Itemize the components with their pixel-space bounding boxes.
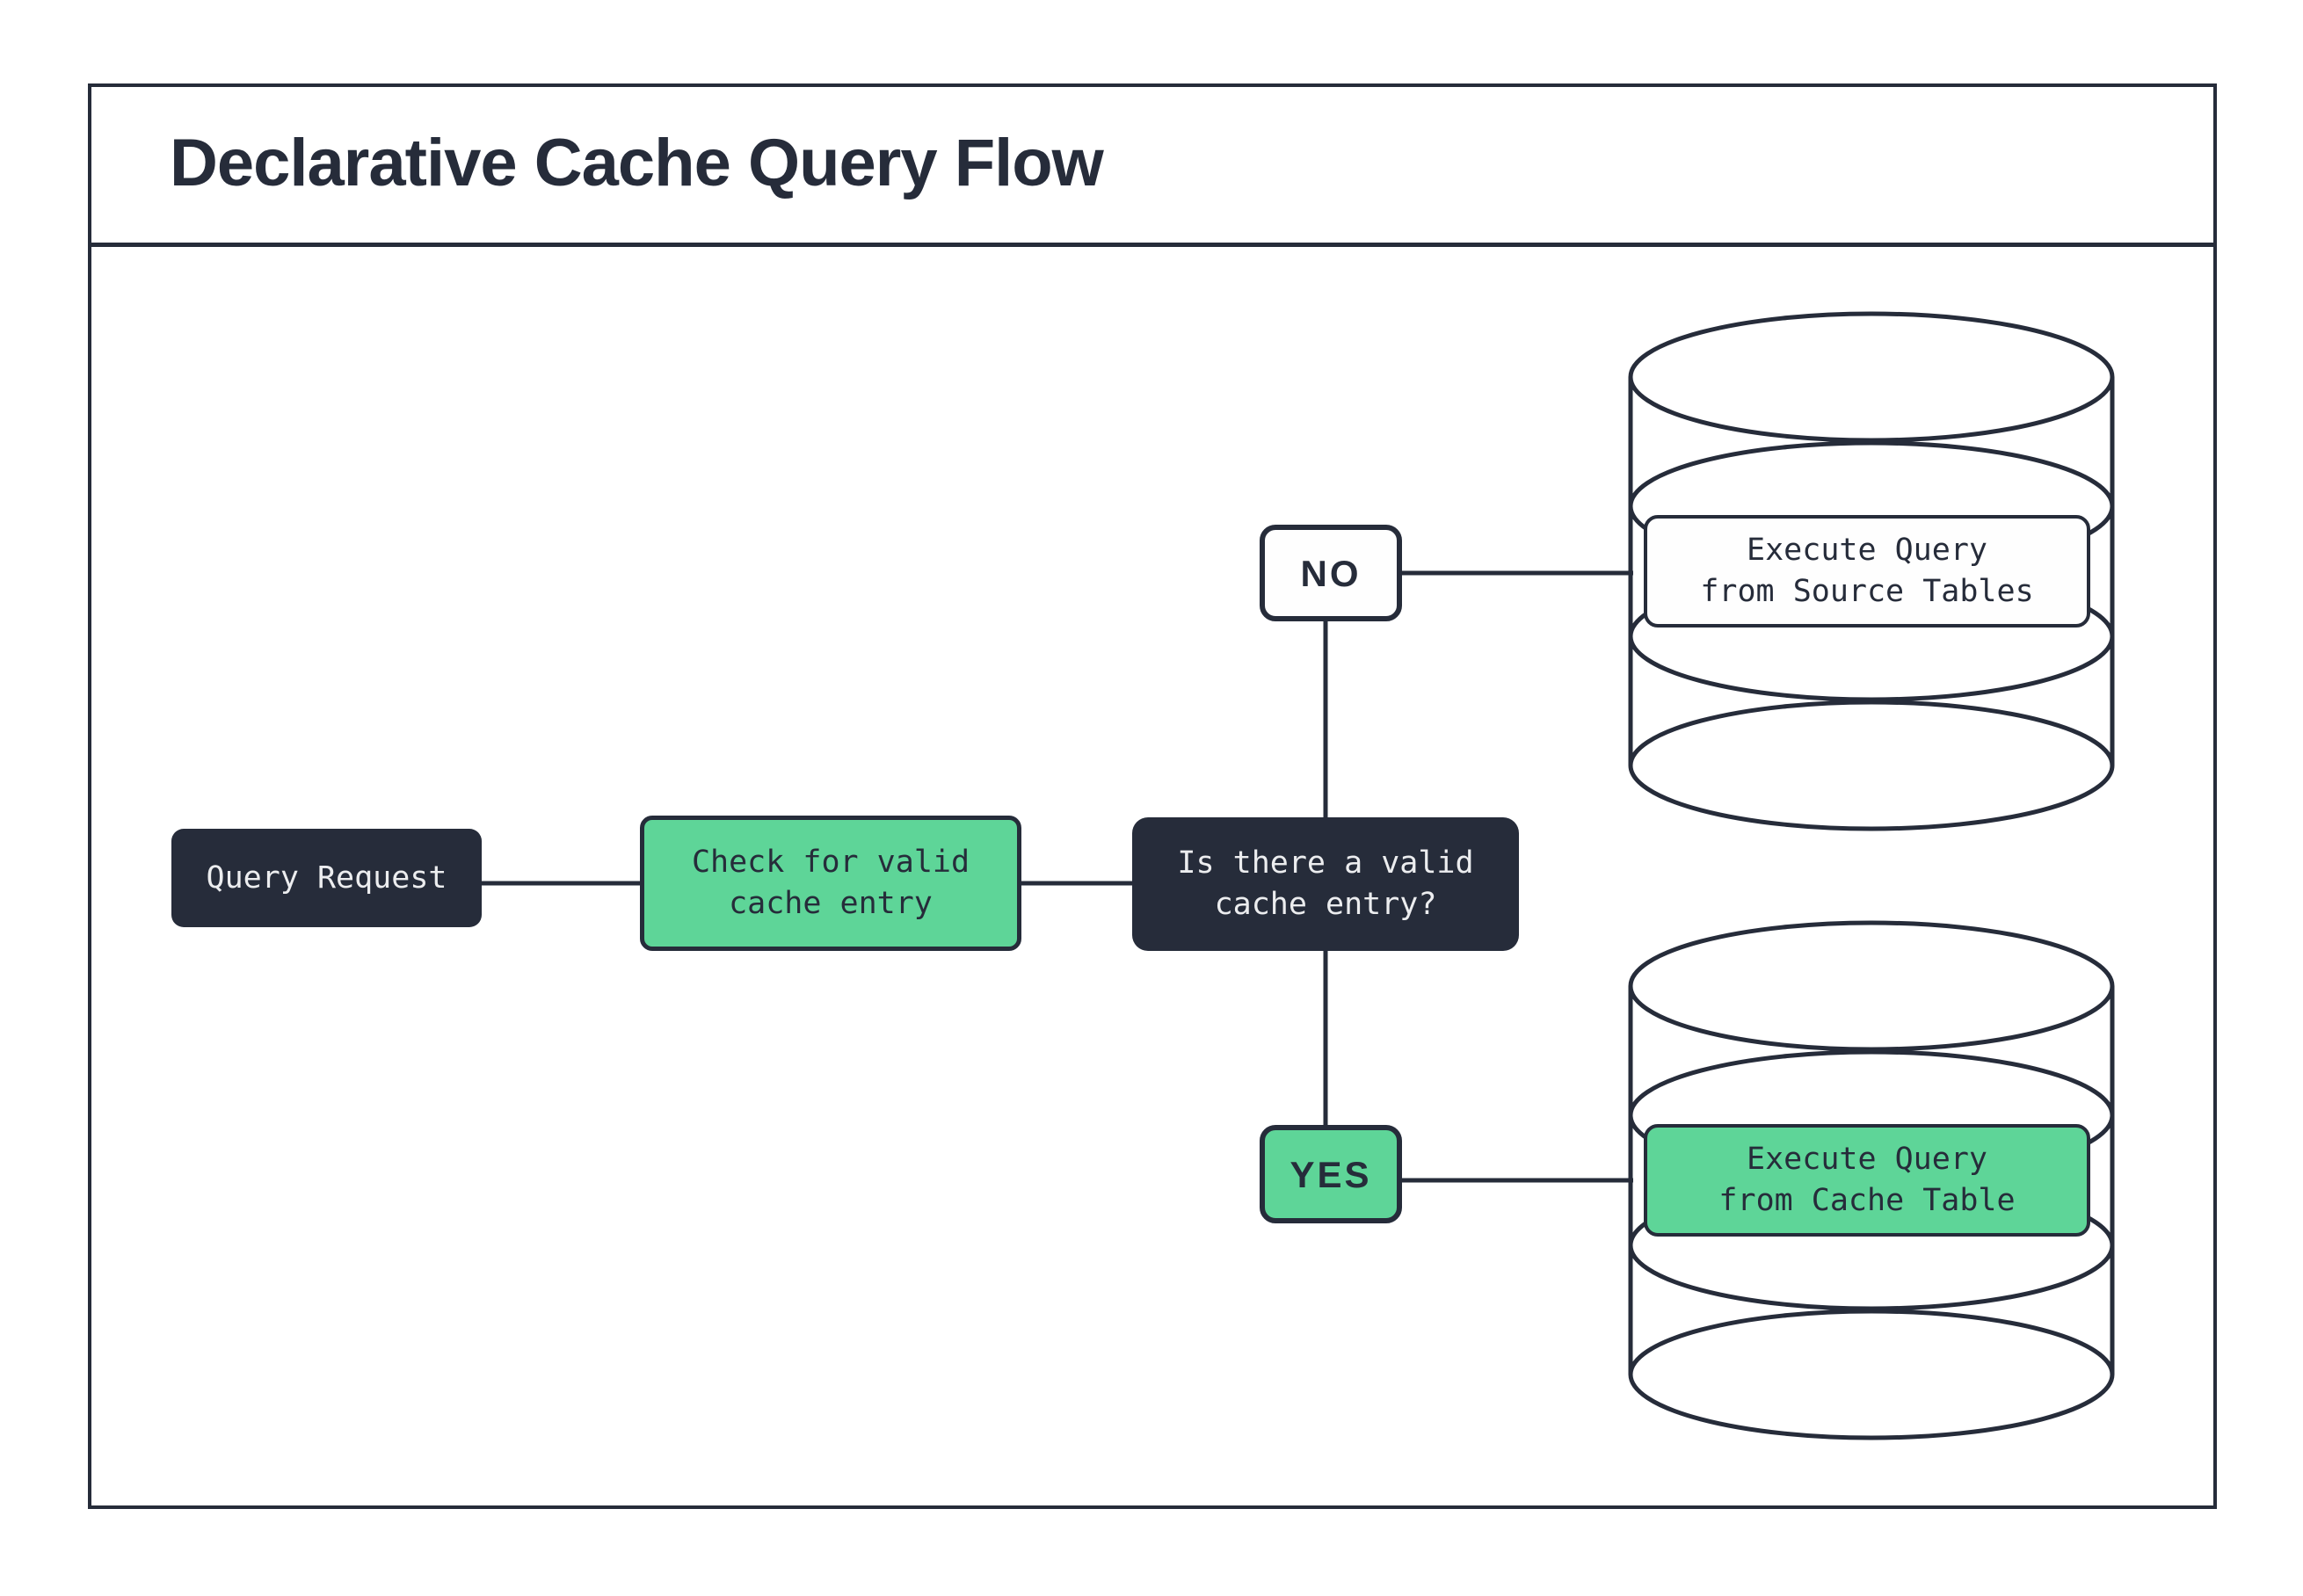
- cache-table-line2: from Cache Table: [1718, 1183, 2016, 1218]
- decision-line1: Is there a valid: [1177, 845, 1474, 881]
- decision-line2: cache entry?: [1214, 887, 1437, 922]
- title-band: Declarative Cache Query Flow: [88, 83, 2213, 247]
- check-cache-line1: Check for valid: [691, 845, 970, 880]
- cache-database-cylinder-icon: [1628, 920, 2115, 1440]
- cache-table-line1: Execute Query: [1747, 1142, 1987, 1177]
- connector-lines: [480, 570, 1633, 1183]
- source-tables-line2: from Source Tables: [1700, 574, 2034, 609]
- check-cache-line2: cache entry: [729, 886, 933, 921]
- source-tables-line1: Execute Query: [1747, 533, 1987, 568]
- yes-branch-label: YES: [1290, 1153, 1372, 1195]
- query-request-node: Query Request: [171, 829, 482, 927]
- no-branch-node: NO: [1260, 525, 1402, 621]
- source-tables-node: Execute Query from Source Tables: [1644, 515, 2090, 628]
- source-database-cylinder-icon: [1628, 311, 2115, 831]
- no-branch-label: NO: [1300, 552, 1362, 594]
- page-title: Declarative Cache Query Flow: [170, 126, 1104, 200]
- diagram-frame: [88, 83, 2217, 1509]
- query-request-label: Query Request: [206, 860, 447, 896]
- yes-branch-node: YES: [1260, 1125, 1402, 1223]
- cache-table-node: Execute Query from Cache Table: [1644, 1124, 2090, 1237]
- decision-node: Is there a valid cache entry?: [1132, 817, 1519, 951]
- check-cache-node: Check for valid cache entry: [640, 816, 1021, 951]
